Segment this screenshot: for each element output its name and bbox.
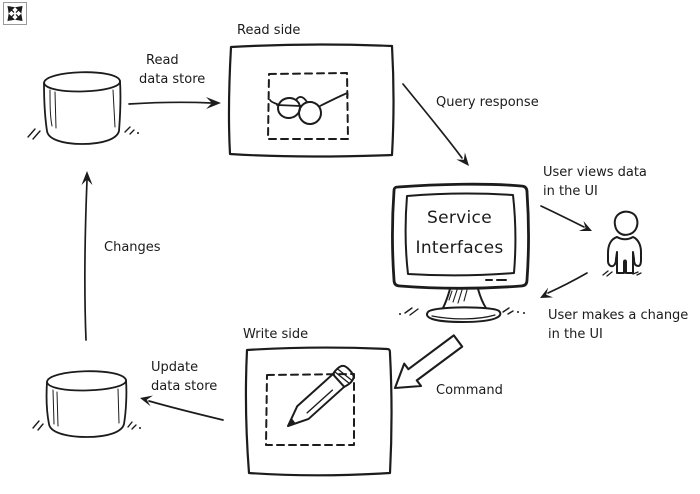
update-data-store-line1: Update bbox=[151, 360, 199, 375]
write-side-box bbox=[244, 346, 393, 477]
update-data-store-label: Update data store bbox=[151, 358, 217, 396]
update-data-store-arrow bbox=[140, 395, 224, 421]
query-response-label: Query response bbox=[436, 95, 539, 110]
user-change-line1: User makes a change bbox=[548, 308, 689, 323]
query-response-arrow bbox=[402, 83, 469, 166]
user-views-label: User views data in the UI bbox=[543, 163, 647, 201]
service-interfaces-line1: Service bbox=[427, 208, 492, 228]
service-interfaces-line2: Interfaces bbox=[415, 238, 504, 258]
fullscreen-expand-icon[interactable] bbox=[3, 2, 27, 25]
update-data-store-line2: data store bbox=[151, 379, 218, 394]
user-views-line2: in the UI bbox=[543, 184, 598, 199]
changes-label: Changes bbox=[104, 240, 161, 255]
changes-arrow bbox=[81, 171, 93, 341]
read-data-store-label-line1: Read bbox=[146, 53, 179, 68]
user-change-arrow bbox=[540, 272, 588, 298]
command-arrow bbox=[393, 334, 464, 390]
read-data-store-label: Read data store bbox=[139, 51, 205, 89]
monitor-icon bbox=[391, 182, 530, 323]
write-side-label: Write side bbox=[243, 327, 309, 342]
read-data-store-label-line2: data store bbox=[139, 72, 206, 87]
user-change-label: User makes a change in the UI bbox=[548, 306, 688, 344]
data-store-top-icon bbox=[27, 71, 139, 145]
user-views-arrow bbox=[540, 205, 592, 231]
expand-arrows-glyph bbox=[7, 5, 23, 22]
service-interfaces-label: Service Interfaces bbox=[399, 203, 520, 263]
user-views-line1: User views data bbox=[543, 165, 647, 180]
read-data-store-arrow bbox=[128, 97, 221, 109]
data-store-bottom-icon bbox=[32, 370, 141, 438]
pencil-icon bbox=[287, 364, 355, 427]
glasses-icon bbox=[269, 92, 349, 125]
read-side-box bbox=[227, 43, 395, 158]
command-label: Command bbox=[436, 383, 503, 398]
user-change-line2: in the UI bbox=[548, 327, 603, 342]
read-side-label: Read side bbox=[237, 23, 301, 38]
person-figure-icon bbox=[602, 210, 642, 277]
